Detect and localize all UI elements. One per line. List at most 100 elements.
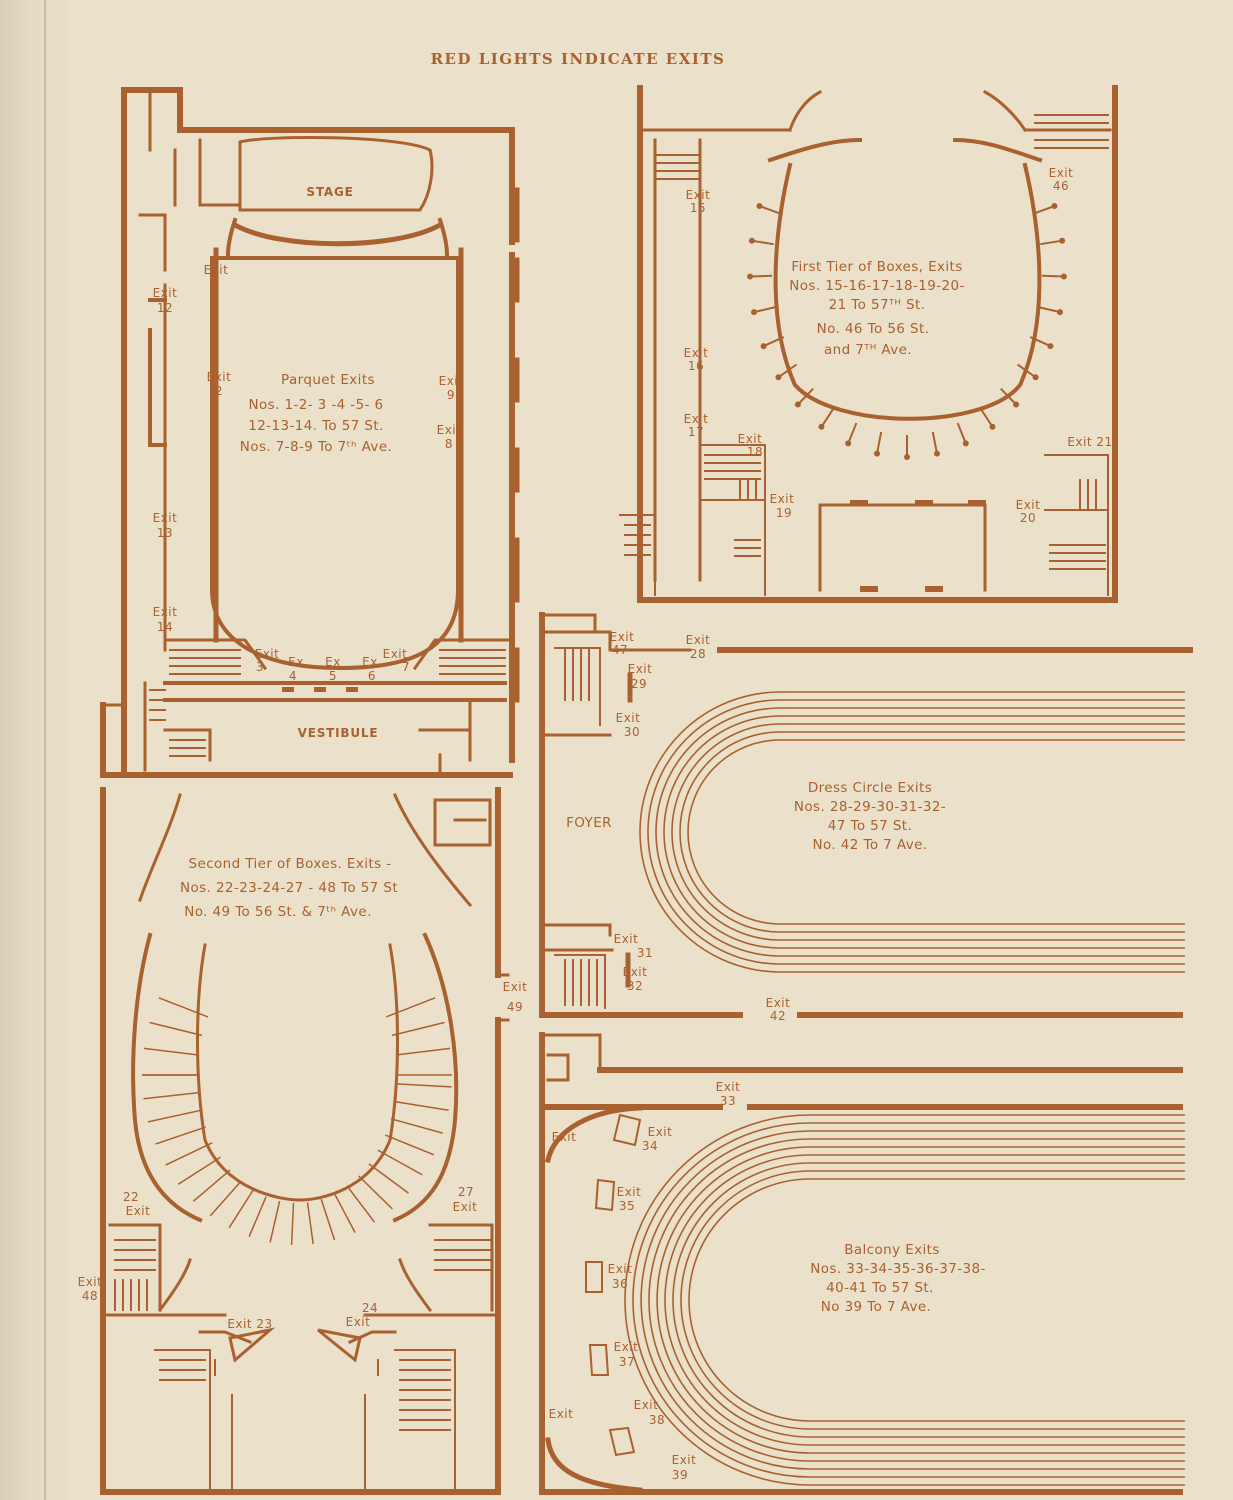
box-seat xyxy=(747,273,754,280)
exit-33-label: Exit xyxy=(716,1080,741,1094)
balcony-seat-row xyxy=(680,1170,1185,1430)
dress-circle-stairs xyxy=(554,647,606,1009)
exit-22-number: 22 xyxy=(123,1190,139,1204)
dress-circle-walls xyxy=(539,612,1193,1018)
parquet-line-2: 12-13-14. To 57 St. xyxy=(248,418,384,434)
box-partition xyxy=(147,1109,202,1123)
stage-label: STAGE xyxy=(306,185,353,199)
exit-31-number: 31 xyxy=(637,946,653,960)
exit-3-label: Exit xyxy=(255,647,280,661)
exit-34-label: Exit xyxy=(648,1125,673,1139)
box-seat xyxy=(775,374,782,381)
exit-28-label: Exit xyxy=(686,633,711,647)
exit-33-number: 33 xyxy=(720,1094,736,1108)
dress-circle-inner-walls xyxy=(540,613,692,952)
box-marker xyxy=(860,586,878,592)
box-partition xyxy=(368,1163,409,1194)
box-partition xyxy=(358,1175,393,1210)
box-marker xyxy=(968,500,986,506)
exit-35-label: Exit xyxy=(617,1185,642,1199)
balcony-plan: Balcony Exits Nos. 33-34-35-36-37-38- 40… xyxy=(539,1032,1185,1495)
box-seat xyxy=(1051,203,1058,209)
first-tier-line-3: No. 46 To 56 St. xyxy=(817,321,930,337)
box-partition xyxy=(820,407,835,428)
box-partition xyxy=(143,1092,199,1100)
box-partition xyxy=(759,205,781,215)
dress-circle-line-1: Nos. 28-29-30-31-32- xyxy=(794,799,946,815)
exit-23-label: Exit 23 xyxy=(227,1317,272,1331)
box-partition xyxy=(165,1142,213,1166)
second-tier-rear-corridor xyxy=(101,1313,500,1344)
box-partition xyxy=(385,1134,435,1156)
exit-marker-4 xyxy=(282,687,294,692)
exit-49-label: Exit xyxy=(503,980,528,994)
exit-46-number: 46 xyxy=(1053,179,1069,193)
box-partition xyxy=(228,1189,254,1229)
box-partition xyxy=(143,1047,199,1056)
exit-29-number: 29 xyxy=(631,677,647,691)
dress-circle-title: Dress Circle Exits xyxy=(808,780,932,796)
box-seat xyxy=(1060,273,1067,280)
box-partition xyxy=(158,997,209,1018)
exit-37-number: 37 xyxy=(619,1355,635,1369)
exit-9-number: 9 xyxy=(447,388,455,402)
exit-36-label: Exit xyxy=(608,1262,633,1276)
box-partition xyxy=(751,239,774,246)
binding-spine xyxy=(0,0,70,1500)
dress-circle-seat-row xyxy=(647,699,1185,965)
exit-3-number: 3 xyxy=(256,660,264,674)
box-seat xyxy=(1047,343,1054,350)
first-tier-w-stair xyxy=(619,514,656,596)
box-partition xyxy=(753,306,776,314)
box-partition xyxy=(1017,363,1037,379)
exit-8-label: Exit xyxy=(437,423,462,437)
dress-circle-seat-row xyxy=(687,739,1185,925)
balcony-seat-row xyxy=(656,1146,1185,1454)
box-partition xyxy=(876,431,883,454)
second-tier-top-curves xyxy=(138,793,492,908)
balcony-seat-row xyxy=(664,1154,1185,1446)
exit-6-label: Ex xyxy=(362,655,378,669)
exit-42-number: 42 xyxy=(770,1009,786,1023)
box-partition xyxy=(192,1169,231,1202)
foyer-label: FOYER xyxy=(566,815,612,831)
dress-circle-seat-row xyxy=(663,715,1185,949)
exit-17-label: Exit xyxy=(684,412,709,426)
exit-19-number: 19 xyxy=(776,506,792,520)
box-partition xyxy=(395,1047,451,1056)
box-seat xyxy=(1032,374,1039,381)
exit-5-number: 5 xyxy=(329,669,337,683)
second-tier-stair-treads xyxy=(114,1239,491,1271)
balcony-seat-row xyxy=(640,1130,1185,1470)
balcony-line-2: 40-41 To 57 St. xyxy=(826,1280,934,1296)
box-partition xyxy=(385,997,436,1018)
box-marker xyxy=(915,500,933,506)
exit-2-number: 2 xyxy=(215,384,223,398)
balcony-walls xyxy=(539,1032,1183,1495)
second-tier-title: Second Tier of Boxes. Exits - xyxy=(189,856,392,872)
exit-36-number: 36 xyxy=(612,1277,628,1291)
box-seat xyxy=(1059,237,1066,244)
first-tier-north-stair xyxy=(654,154,701,180)
box-partition xyxy=(377,1149,423,1176)
parquet-title: Parquet Exits xyxy=(281,372,375,388)
parquet-plan: STAGE VESTIBULE Parquet Exits Nos. 1-2- … xyxy=(100,87,520,778)
second-tier-horseshoe-outer xyxy=(131,932,459,1223)
exit-1-number: 1 xyxy=(212,277,220,291)
box-partition xyxy=(396,1083,452,1088)
exit-42-label: Exit xyxy=(766,996,791,1010)
first-tier-line-4: and 7ᵀᴴ Ave. xyxy=(824,342,912,358)
dress-circle-seat-row xyxy=(671,723,1185,941)
exit-17-number: 17 xyxy=(688,425,704,439)
first-tier-corridors xyxy=(638,128,1112,582)
exit-13-number: 13 xyxy=(157,526,173,540)
exit-39-label: Exit xyxy=(672,1453,697,1467)
dress-circle-plan: FOYER Dress Circle Exits Nos. 28-29-30-3… xyxy=(539,612,1193,1023)
box-partition xyxy=(797,388,814,406)
balcony-north-rooms xyxy=(540,1033,602,1082)
box-partition xyxy=(1040,239,1063,246)
proscenium-sides xyxy=(225,217,450,258)
first-tier-se-stair xyxy=(1044,454,1109,596)
stage-outline xyxy=(238,135,434,212)
